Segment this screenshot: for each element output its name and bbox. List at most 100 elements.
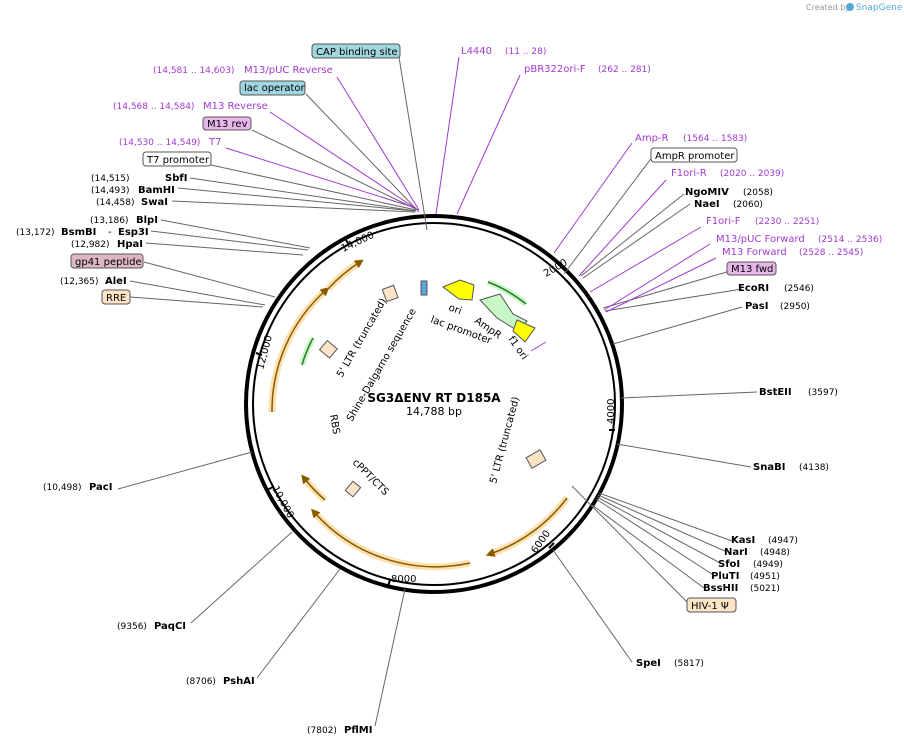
primer-m13-forward-range: (2528 .. 2545) (799, 248, 863, 258)
enzyme-snabi: SnaBI (753, 462, 785, 473)
enzyme-alei-pos: (12,365) (60, 277, 99, 287)
enzyme-sbfi: SbfI (165, 173, 187, 184)
m13-rev-box (202, 116, 252, 131)
credit-prefix: Created by (806, 3, 850, 12)
primer-m13-reverse-range: (14,568 .. 14,584) (113, 102, 194, 112)
m13-rev-label: M13 rev (207, 119, 248, 130)
enzyme-snabi-pos: (4138) (799, 463, 829, 473)
credit-brand: SnapGene (856, 3, 903, 13)
f1-ori-feature (512, 319, 536, 343)
enzyme-paci-pos: (10,498) (43, 483, 82, 493)
feature-arcs (268, 259, 570, 571)
primer-leader-lines (225, 56, 717, 352)
primer-m13puc-reverse: M13/pUC Reverse (244, 65, 333, 76)
t7-promoter-box (142, 151, 212, 167)
enzyme-kasi-pos: (4947) (768, 536, 798, 546)
hiv1-psi-box (686, 597, 737, 613)
enzyme-hpai-pos: (12,982) (71, 240, 110, 250)
primer-m13-forward: M13 Forward (722, 247, 787, 258)
primer-f1ori-f-range: (2230 .. 2251) (755, 217, 819, 227)
ampr-promoter-label: AmpR promoter (655, 151, 735, 162)
lac-operator-box (239, 80, 306, 96)
primer-f1ori-f: F1ori-F (706, 216, 741, 227)
leader-lines (117, 56, 758, 727)
ampr-feature (479, 293, 528, 332)
enzyme-pluti-pos: (4951) (750, 572, 780, 582)
primer-t7-range: (14,530 .. 14,549) (119, 138, 200, 148)
enzyme-dash: - (108, 227, 112, 238)
enzyme-esp3i: Esp3I (118, 227, 149, 238)
enzyme-paci: PacI (89, 482, 112, 493)
enzyme-hpai: HpaI (117, 239, 143, 250)
rre-label: RRE (106, 293, 126, 304)
ori-label: ori (447, 302, 463, 317)
enzyme-spei-pos: (5817) (674, 659, 704, 669)
enzyme-naei: NaeI (694, 199, 720, 210)
enzyme-bsmbi: BsmBI (61, 227, 96, 238)
enzyme-swai-pos: (14,458) (96, 198, 135, 208)
enzyme-sfoi: SfoI (718, 559, 740, 570)
ori-feature (441, 279, 475, 301)
gp41-peptide-label: gp41 peptide (75, 257, 142, 268)
enzyme-paqci-pos: (9356) (117, 622, 147, 632)
enzyme-ngomiv-pos: (2058) (743, 188, 773, 198)
t7-promoter-label: T7 promoter (146, 155, 210, 166)
rbs-label: RBS (327, 414, 341, 436)
hiv1-psi-label: HIV-1 Ψ (691, 601, 729, 612)
enzyme-pasi-pos: (2950) (780, 302, 810, 312)
primer-f1ori-r: F1ori-R (671, 168, 707, 179)
m13-fwd-box (726, 261, 777, 276)
primer-t7: T7 (208, 137, 221, 148)
enzyme-bamhi-pos: (14,493) (91, 186, 130, 196)
snapgene-logo-icon (846, 3, 854, 11)
gp41-peptide-box (70, 253, 144, 269)
lac-promoter-feature (420, 280, 428, 296)
primer-m13puc-forward: M13/pUC Forward (716, 234, 805, 245)
ltr-label-right: 5' LTR (truncated) (488, 396, 522, 485)
cap-binding-site-box (311, 43, 401, 59)
primer-l4440: L4440 (461, 46, 492, 57)
enzyme-paqci: PaqCI (154, 621, 186, 632)
ampr-promoter-box (650, 147, 738, 163)
enzyme-pluti: PluTI (711, 571, 739, 582)
m13-fwd-label: M13 fwd (731, 264, 773, 275)
enzyme-bsshii: BssHII (703, 583, 738, 594)
enzyme-pshai: PshAI (223, 676, 255, 687)
enzyme-blpi-pos: (13,186) (90, 216, 129, 226)
enzyme-pshai-pos: (8706) (186, 677, 216, 687)
enzyme-bsteii-pos: (3597) (808, 388, 838, 398)
primer-amp-r: Amp-R (635, 133, 669, 144)
plasmid-size: 14,788 bp (406, 405, 462, 418)
primer-pbr322ori-f-range: (262 .. 281) (598, 65, 651, 75)
enzyme-bsshii-pos: (5021) (750, 584, 780, 594)
enzyme-blpi: BlpI (136, 215, 158, 226)
primer-m13puc-reverse-range: (14,581 .. 14,603) (153, 66, 234, 76)
enzyme-pflmi-pos: (7802) (307, 726, 337, 736)
enzyme-alei: AleI (105, 276, 127, 287)
enzyme-nari: NarI (724, 547, 748, 558)
enzyme-sbfi-pos: (14,515) (91, 174, 130, 184)
ltr-box-1 (381, 284, 399, 303)
enzyme-nari-pos: (4948) (760, 548, 790, 558)
ltr-box-2 (318, 339, 338, 359)
enzyme-ecori-pos: (2546) (784, 284, 814, 294)
enzyme-spei: SpeI (636, 658, 661, 669)
primer-amp-r-range: (1564 .. 1583) (683, 134, 747, 144)
tick-marks (255, 239, 615, 587)
enzyme-sfoi-pos: (4949) (753, 560, 783, 570)
tick-label-4000: 4000 (606, 399, 617, 424)
enzyme-ngomiv: NgoMIV (685, 187, 729, 198)
enzyme-bsteii: BstEII (759, 387, 792, 398)
enzyme-swai: SwaI (141, 197, 168, 208)
enzyme-bamhi: BamHI (138, 185, 175, 196)
backbone (244, 214, 624, 594)
enzyme-pflmi: PflMI (344, 725, 372, 736)
primer-f1ori-r-range: (2020 .. 2039) (720, 169, 784, 179)
lac-operator-label: lac operator (244, 83, 305, 94)
enzyme-pasi: PasI (745, 301, 768, 312)
primer-m13-reverse: M13 Reverse (203, 101, 268, 112)
ltr-box-3 (525, 449, 547, 469)
cppt-box (344, 480, 362, 498)
cap-binding-site-label: CAP binding site (316, 47, 398, 58)
